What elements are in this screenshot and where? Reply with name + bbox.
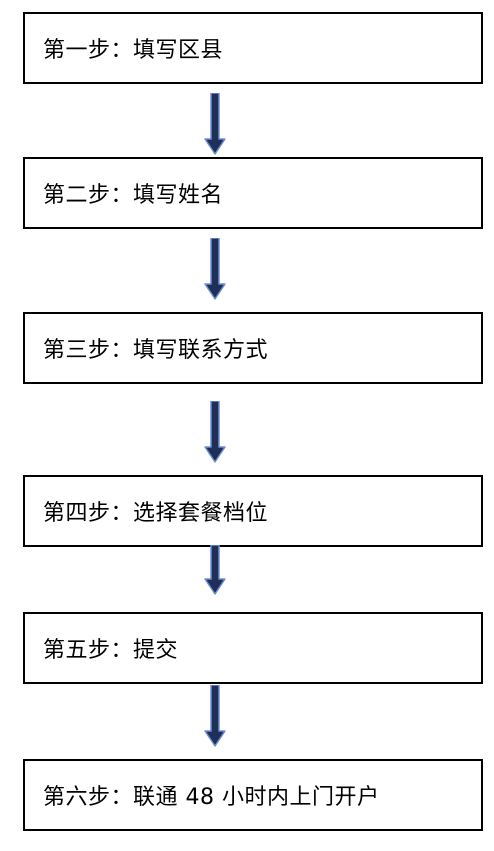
- step-5-label: 第五步：提交: [43, 638, 179, 663]
- down-arrow-icon: [203, 93, 227, 155]
- down-arrow-icon: [203, 545, 227, 595]
- step-4-box: 第四步：选择套餐档位: [23, 475, 483, 547]
- down-arrow-icon: [203, 238, 227, 300]
- step-5-box: 第五步：提交: [23, 612, 483, 684]
- down-arrow-icon: [203, 401, 227, 463]
- step-2-box: 第二步：填写姓名: [23, 157, 483, 229]
- step-3-box: 第三步：填写联系方式: [23, 312, 483, 384]
- step-3-label: 第三步：填写联系方式: [43, 338, 269, 363]
- step-2-label: 第二步：填写姓名: [43, 183, 224, 208]
- step-4-label: 第四步：选择套餐档位: [43, 501, 269, 526]
- step-6-label: 第六步：联通 48 小时内上门开户: [43, 785, 380, 810]
- step-1-box: 第一步：填写区县: [23, 12, 483, 84]
- step-6-box: 第六步：联通 48 小时内上门开户: [23, 759, 483, 831]
- down-arrow-icon: [203, 685, 227, 747]
- step-1-label: 第一步：填写区县: [43, 38, 224, 63]
